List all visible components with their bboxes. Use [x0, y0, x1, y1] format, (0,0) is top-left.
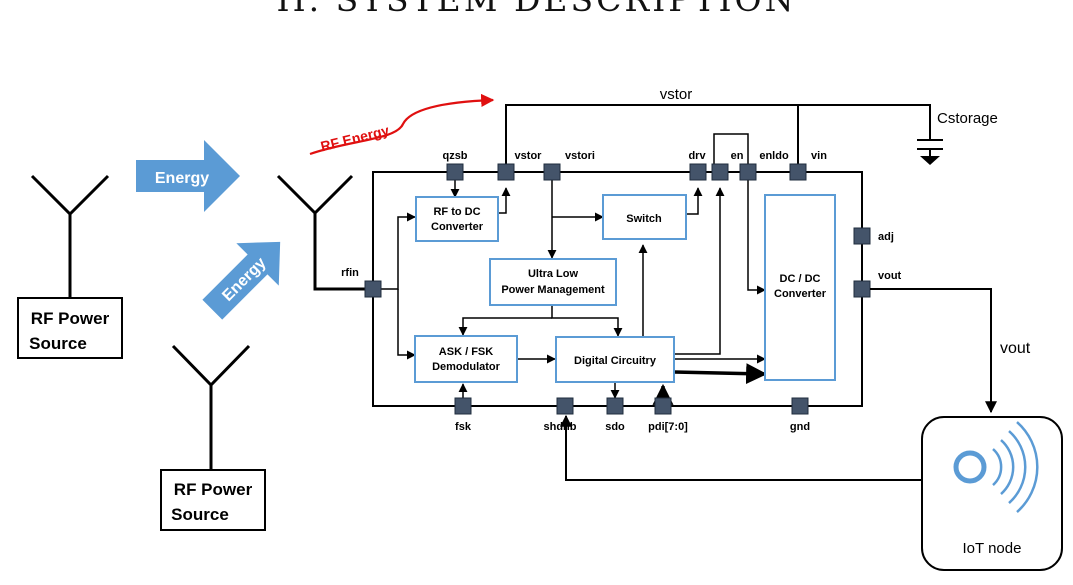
pin-label-rfin: rfin: [341, 267, 359, 279]
vstor-net: [505, 104, 943, 172]
pad-vin: [789, 163, 807, 181]
rf-source-2-line1: RF Power: [174, 480, 253, 499]
pad-drv: [689, 163, 707, 181]
rf-to-dc-converter-block: [415, 196, 499, 242]
pad-pdi: [654, 397, 672, 415]
digital-label: Digital Circuitry: [574, 355, 657, 367]
bus-arrow: [673, 363, 768, 385]
iot-node-label: IoT node: [963, 540, 1022, 557]
energy-arrow-horizontal: Energy: [136, 140, 240, 212]
pin-label-vout: vout: [878, 270, 902, 282]
pin-label-drv: drv: [688, 150, 706, 162]
switch-block: [602, 194, 687, 240]
vout-ext-label: vout: [1000, 340, 1031, 357]
rf-energy-label: RF Energy: [319, 122, 391, 155]
ulp-management-block: [489, 258, 617, 306]
dcdc-line1: DC / DC: [780, 273, 821, 285]
wireless-signal-icon: [953, 421, 1039, 513]
pin-label-en: en: [731, 150, 744, 162]
pad-shdnb: [556, 397, 574, 415]
antenna-icon: [276, 174, 373, 291]
rf-to-dc-line2: Converter: [431, 221, 484, 233]
vstor-net-label: vstor: [660, 86, 693, 103]
pin-label-vstori: vstori: [565, 150, 595, 162]
pin-label-enldo: enldo: [759, 150, 789, 162]
rf-source-1-line2: Source: [29, 334, 87, 353]
energy-label-1: Energy: [155, 170, 209, 187]
pad-en: [711, 163, 729, 181]
pad-sdo: [606, 397, 624, 415]
pin-label-sdo: sdo: [605, 421, 625, 433]
demodulator-block: [414, 335, 518, 383]
ulp-line1: Ultra Low: [528, 268, 579, 280]
energy-arrow-diagonal: Energy: [202, 241, 281, 320]
pad-vstor: [497, 163, 515, 181]
rf-source-2-line2: Source: [171, 505, 229, 524]
pad-qzsb: [446, 163, 464, 181]
ulp-line2: Power Management: [501, 284, 605, 296]
pin-label-gnd: gnd: [790, 421, 810, 433]
internal-wiring: [381, 133, 766, 400]
pin-label-adj: adj: [878, 231, 894, 243]
pin-label-qzsb: qzsb: [442, 150, 467, 162]
pad-gnd: [791, 397, 809, 415]
demod-line2: Demodulator: [432, 361, 501, 373]
rf-energy-arrow: [309, 93, 495, 156]
rf-to-dc-line1: RF to DC: [433, 206, 480, 218]
external-wiring: [560, 288, 997, 481]
rf-power-source-1: [17, 297, 123, 359]
cstorage-label: Cstorage: [937, 110, 998, 127]
pad-adj: [853, 227, 871, 245]
pad-fsk: [454, 397, 472, 415]
switch-label: Switch: [626, 213, 662, 225]
dcdc-converter-block: [764, 194, 836, 381]
pad-rfin: [364, 280, 382, 298]
digital-circuitry-block: [555, 336, 675, 383]
antenna-icon: [171, 344, 251, 470]
pad-vstori: [543, 163, 561, 181]
pin-label-shdnb: shdnb: [544, 421, 577, 433]
rf-source-1-line1: RF Power: [31, 309, 110, 328]
pin-label-vin: vin: [811, 150, 827, 162]
dcdc-line2: Converter: [774, 288, 827, 300]
rf-power-source-2: [160, 469, 266, 531]
pin-label-pdi: pdi[7:0]: [648, 421, 688, 433]
section-header: II. SYSTEM DESCRIPTION: [0, 0, 1073, 19]
pad-vout: [853, 280, 871, 298]
pin-label-vstor: vstor: [515, 150, 543, 162]
pin-pads: [364, 163, 871, 415]
iot-node-box: [921, 416, 1063, 571]
antenna-icon: [30, 174, 110, 308]
demod-line1: ASK / FSK: [439, 346, 493, 358]
pad-enldo: [739, 163, 757, 181]
ground-symbol-icon: [920, 156, 940, 165]
pin-label-fsk: fsk: [455, 421, 472, 433]
